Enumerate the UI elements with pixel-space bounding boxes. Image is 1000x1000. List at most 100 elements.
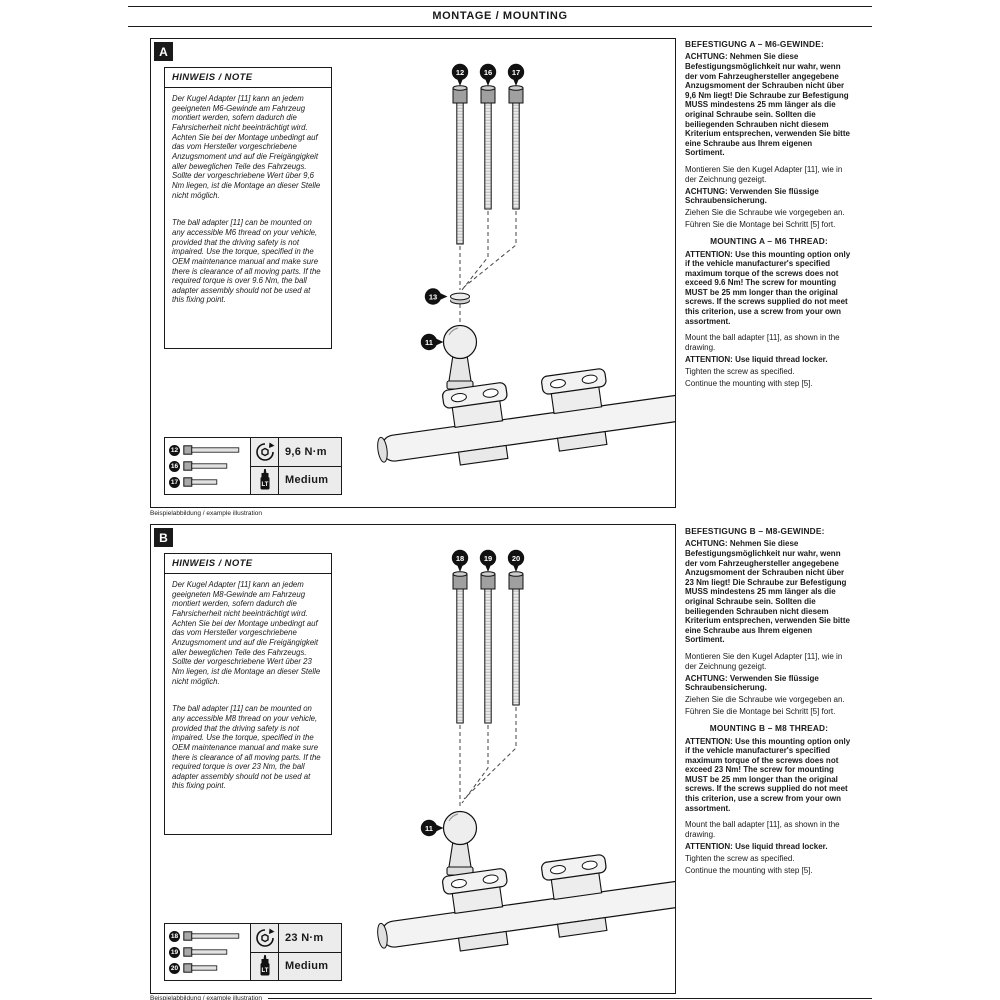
handlebar-clamp (377, 368, 675, 466)
warning-en-a: ATTENTION: Use this mounting option only… (685, 249, 851, 326)
threadlocker-row: LT Medium (251, 952, 341, 980)
step-de-4: Führen Sie die Montage bei Schritt [5] f… (685, 707, 836, 717)
note-box-a: HINWEIS / NOTE Der Kugel Adapter [11] ka… (164, 67, 332, 349)
page-title: MONTAGE / MOUNTING (128, 6, 872, 27)
step-de-2: ACHTUNG: Verwenden Sie flüssige Schraube… (685, 186, 819, 206)
screw-icon (183, 445, 240, 455)
screw-3-badge: 17 (507, 63, 525, 86)
note-title-b: HINWEIS / NOTE (165, 554, 331, 574)
lt-label: LT (261, 482, 268, 488)
screw-icon (183, 931, 240, 941)
note-text-de: Der Kugel Adapter [11] kann an jedem gee… (172, 580, 321, 686)
torque-screw-row: 12 (169, 444, 246, 456)
screw-icon (183, 947, 228, 957)
torque-screws-cell: 12 16 17 (165, 438, 251, 494)
screw-number-badge: 16 (169, 460, 180, 472)
torque-spec-box-a: 12 16 17 (164, 437, 342, 495)
washer-part (450, 292, 470, 305)
screw-2-number: 19 (484, 554, 492, 563)
screw-3-number: 17 (512, 68, 520, 77)
step-en-4: Continue the mounting with step [5]. (685, 379, 813, 389)
screw-icon (183, 461, 228, 471)
ball-adapter-badge: 11 (420, 819, 444, 837)
footer-rule (268, 998, 872, 999)
torque-screw-row: 17 (169, 476, 246, 488)
screw-part-3 (508, 85, 524, 210)
torque-screw-row: 20 (169, 962, 246, 974)
screw-1-number: 18 (456, 554, 464, 563)
heading-en-b: MOUNTING B – M8 THREAD: (709, 723, 829, 734)
instructions-b: BEFESTIGUNG B – M8-GEWINDE: ACHTUNG: Neh… (685, 526, 853, 878)
screw-number-badge: 12 (169, 444, 180, 456)
torque-value: 9,6 N·m (285, 445, 327, 458)
screw-3-number: 20 (512, 554, 520, 563)
screw-part-3 (508, 571, 524, 706)
screw-1-number: 12 (456, 68, 464, 77)
note-text-de: Der Kugel Adapter [11] kann an jedem gee… (172, 94, 321, 200)
ball-adapter-badge: 11 (420, 333, 444, 351)
note-box-b: HINWEIS / NOTE Der Kugel Adapter [11] ka… (164, 553, 332, 835)
screw-number-badge: 20 (169, 962, 180, 974)
step-de-3: Ziehen Sie die Schraube wie vorgegeben a… (685, 695, 845, 705)
screw-2-badge: 16 (479, 63, 497, 86)
step-en-2: ATTENTION: Use liquid thread locker. (685, 841, 828, 851)
threadlocker-value: Medium (285, 474, 329, 487)
step-en-3: Tighten the screw as specified. (685, 367, 795, 377)
screw-part-2 (480, 85, 496, 210)
heading-de-b: BEFESTIGUNG B – M8-GEWINDE: (685, 526, 825, 536)
screw-2-number: 16 (484, 68, 492, 77)
warning-de-b: ACHTUNG: Nehmen Sie diese Befestigungsmö… (685, 539, 850, 645)
warning-de-a: ACHTUNG: Nehmen Sie diese Befestigungsmö… (685, 52, 850, 158)
example-caption-b: Beispielabbildung / example illustration (150, 995, 263, 1000)
warning-en-b: ATTENTION: Use this mounting option only… (685, 736, 851, 813)
step-en-1: Mount the ball adapter [11], as shown in… (685, 820, 840, 839)
note-body-a: Der Kugel Adapter [11] kann an jedem gee… (165, 88, 331, 311)
washer-badge: 13 (424, 288, 448, 305)
threadlocker-bottle-icon: LT (251, 466, 279, 494)
torque-row: 9,6 N·m (251, 438, 341, 467)
screw-3-badge: 20 (507, 549, 525, 572)
screw-part-1 (452, 85, 468, 245)
screw-number-badge: 18 (169, 930, 180, 942)
instructions-a: BEFESTIGUNG A – M6-GEWINDE: ACHTUNG: Neh… (685, 39, 853, 391)
torque-screw-row: 16 (169, 460, 246, 472)
step-de-3: Ziehen Sie die Schraube wie vorgegeben a… (685, 208, 845, 218)
ball-adapter-number: 11 (425, 338, 433, 347)
step-de-2: ACHTUNG: Verwenden Sie flüssige Schraube… (685, 673, 819, 693)
screw-part-1 (452, 571, 468, 724)
note-text-en: The ball adapter [11] can be mounted on … (172, 218, 321, 305)
screw-icon (183, 477, 218, 487)
screw-number-badge: 19 (169, 946, 180, 958)
torque-spec-box-b: 18 19 20 (164, 923, 342, 981)
screw-1-badge: 18 (451, 549, 469, 572)
screw-1-badge: 12 (451, 63, 469, 86)
note-text-en: The ball adapter [11] can be mounted on … (172, 704, 321, 791)
panel-b-label: B (154, 528, 173, 547)
note-body-b: Der Kugel Adapter [11] kann an jedem gee… (165, 574, 331, 797)
screw-icon (183, 963, 218, 973)
step-en-2: ATTENTION: Use liquid thread locker. (685, 354, 828, 364)
heading-de-a: BEFESTIGUNG A – M6-GEWINDE: (685, 39, 824, 49)
washer-number: 13 (429, 292, 437, 301)
step-de-1: Montieren Sie den Kugel Adapter [11], wi… (685, 164, 843, 184)
torque-screw-row: 18 (169, 930, 246, 942)
screw-number-badge: 17 (169, 476, 180, 488)
torque-values-cell: 23 N·m LT Medium (251, 924, 341, 980)
step-de-4: Führen Sie die Montage bei Schritt [5] f… (685, 220, 836, 230)
step-en-3: Tighten the screw as specified. (685, 854, 795, 864)
threadlocker-value: Medium (285, 960, 329, 973)
torque-screws-cell: 18 19 20 (165, 924, 251, 980)
torque-values-cell: 9,6 N·m LT Medium (251, 438, 341, 494)
heading-en-a: MOUNTING A – M6 THREAD: (710, 236, 828, 247)
ball-adapter-number: 11 (425, 824, 433, 833)
torque-value: 23 N·m (285, 931, 324, 944)
torque-row: 23 N·m (251, 924, 341, 953)
note-title-a: HINWEIS / NOTE (165, 68, 331, 88)
lt-label: LT (261, 968, 268, 974)
ball-adapter-part (442, 324, 478, 390)
step-de-1: Montieren Sie den Kugel Adapter [11], wi… (685, 651, 843, 671)
threadlocker-bottle-icon: LT (251, 952, 279, 980)
torque-wrench-icon (251, 924, 279, 952)
panel-b: B HINWEIS / NOTE Der Kugel Adapter [11] … (150, 524, 676, 994)
